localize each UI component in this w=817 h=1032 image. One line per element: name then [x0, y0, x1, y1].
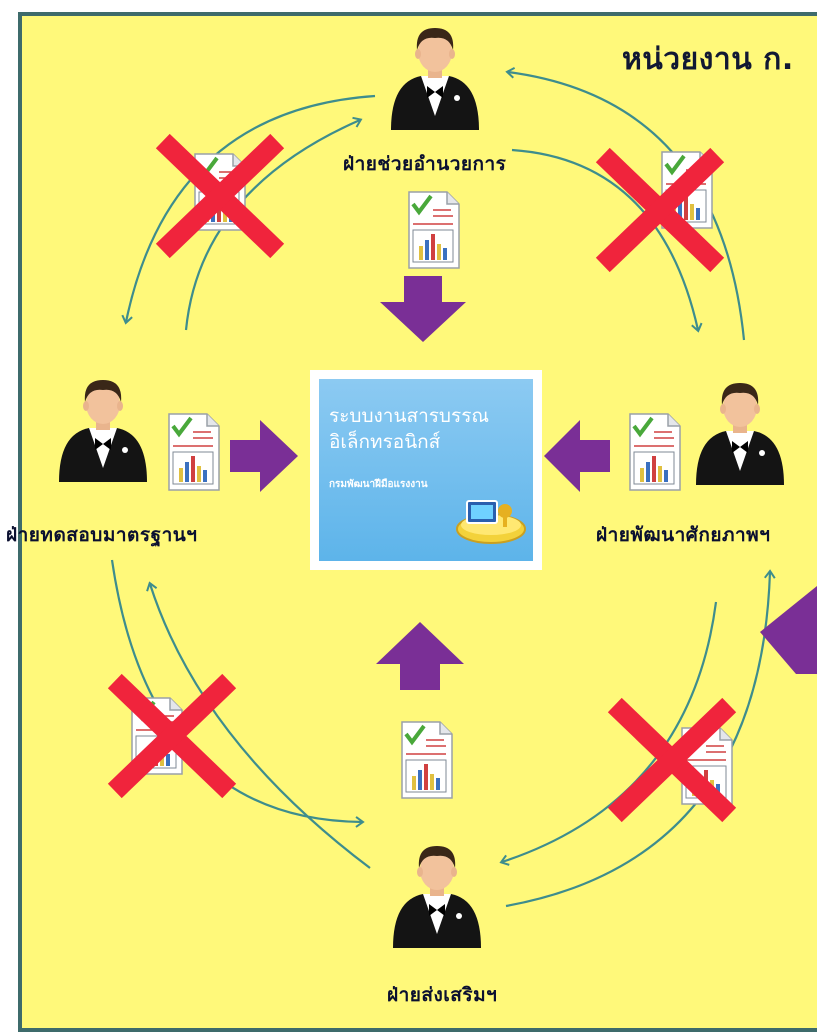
person-icon-bottom [393, 846, 481, 948]
flow-arrow-left-to-bottom [110, 559, 365, 828]
flow-arrow-right-to-bottom [499, 601, 718, 866]
block-arrows [230, 276, 817, 690]
person-icon-top [391, 28, 479, 130]
flow-arrow-bottom-to-left [146, 581, 371, 869]
department-label-bottom: ฝ่ายส่งเสริมฯ [387, 984, 498, 1006]
block-arrow-left-icon [544, 420, 610, 492]
block-arrow-partial-icon [760, 586, 817, 674]
system-panel: ระบบงานสารบรรณ อิเล็กทรอนิกส์ กรมพัฒนาฝี… [319, 379, 533, 561]
block-arrow-right-icon [230, 420, 298, 492]
computer-icon [456, 500, 526, 544]
e-document-system-card: ระบบงานสารบรรณ อิเล็กทรอนิกส์ กรมพัฒนาฝี… [310, 370, 542, 570]
system-subtitle: กรมพัฒนาฝีมือแรงงาน [329, 479, 428, 490]
department-label-right: ฝ่ายพัฒนาศักยภาพฯ [596, 524, 771, 546]
person-icon-left [59, 380, 147, 482]
document-chart-icon-right [628, 412, 682, 492]
organization-title: หน่วยงาน ก. [622, 42, 794, 77]
person-icon-right [696, 383, 784, 485]
department-label-top: ฝ่ายช่วยอำนวยการ [343, 153, 507, 175]
block-arrow-up-icon [376, 622, 464, 690]
system-title-line2: อิเล็กทรอนิกส์ [329, 431, 441, 453]
document-chart-icon-bottom [400, 720, 454, 800]
document-chart-icon-left [167, 412, 221, 492]
system-title-line1: ระบบงานสารบรรณ [329, 405, 490, 427]
flow-arrow-top-to-right [511, 148, 703, 333]
department-label-left: ฝ่ายทดสอบมาตรฐานฯ [6, 524, 198, 546]
document-chart-icon-top [407, 190, 461, 270]
block-arrow-down-icon [380, 276, 466, 342]
